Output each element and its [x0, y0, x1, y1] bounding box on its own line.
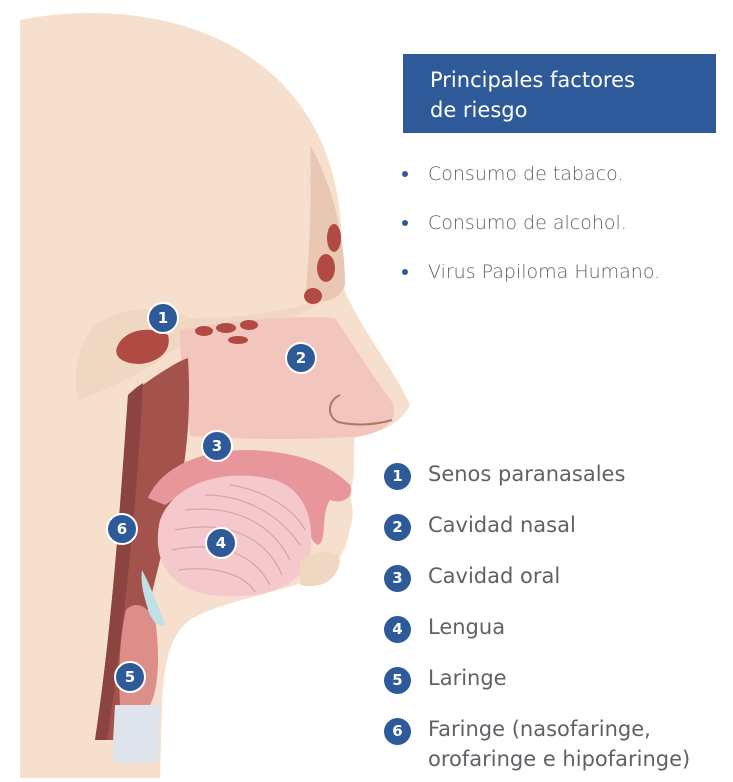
- trachea: [112, 705, 160, 764]
- lower-lip: [300, 552, 340, 587]
- risk-factor-item: Consumo de tabaco.: [400, 158, 660, 207]
- legend-label: Cavidad nasal: [428, 510, 576, 540]
- ethmoid-cell-4: [228, 336, 248, 344]
- legend-label-line2: orofaringe e hipofaringe): [428, 747, 690, 771]
- frontal-sinus-2: [317, 254, 335, 282]
- legend-number-badge: 2: [384, 514, 411, 541]
- legend-label: Faringe (nasofaringe, orofaringe e hipof…: [428, 714, 728, 774]
- risk-factors-title-line1: Principales factores: [430, 65, 716, 95]
- risk-factors-title-box: Principales factores de riesgo: [403, 54, 716, 133]
- marker-senos-paranasales: 1: [147, 302, 179, 334]
- legend-label: Cavidad oral: [428, 561, 560, 591]
- ethmoid-cell-2: [216, 323, 236, 333]
- legend-number-badge: 3: [384, 565, 411, 592]
- bullet-icon: [402, 269, 408, 275]
- frontal-sinus-1: [327, 224, 341, 252]
- risk-factor-label: Virus Papiloma Humano.: [428, 261, 660, 283]
- risk-factor-label: Consumo de tabaco.: [428, 163, 623, 185]
- legend-number-badge: 5: [384, 667, 411, 694]
- risk-factor-item: Consumo de alcohol.: [400, 207, 660, 256]
- legend-label-line1: Faringe (nasofaringe,: [428, 717, 651, 741]
- ethmoid-cell-1: [195, 326, 213, 336]
- marker-lengua: 4: [205, 527, 237, 559]
- risk-factors-title-line2: de riesgo: [430, 95, 716, 125]
- marker-cavidad-oral: 3: [201, 430, 233, 462]
- legend-label: Senos paranasales: [428, 459, 625, 489]
- legend-number-badge: 6: [384, 718, 411, 745]
- left-fade: [0, 0, 40, 778]
- legend-label: Laringe: [428, 663, 507, 693]
- marker-cavidad-nasal: 2: [285, 342, 317, 374]
- frontal-sinus-3: [304, 288, 322, 304]
- legend-number-badge: 1: [384, 463, 411, 490]
- legend-number-badge: 4: [384, 616, 411, 643]
- legend-label: Lengua: [428, 612, 505, 642]
- marker-laringe: 5: [114, 661, 146, 693]
- marker-faringe: 6: [106, 513, 138, 545]
- bullet-icon: [402, 171, 408, 177]
- risk-factor-label: Consumo de alcohol.: [428, 212, 627, 234]
- risk-factors-list: Consumo de tabaco. Consumo de alcohol. V…: [400, 158, 660, 305]
- risk-factor-item: Virus Papiloma Humano.: [400, 256, 660, 305]
- ethmoid-cell-3: [240, 320, 258, 330]
- bullet-icon: [402, 220, 408, 226]
